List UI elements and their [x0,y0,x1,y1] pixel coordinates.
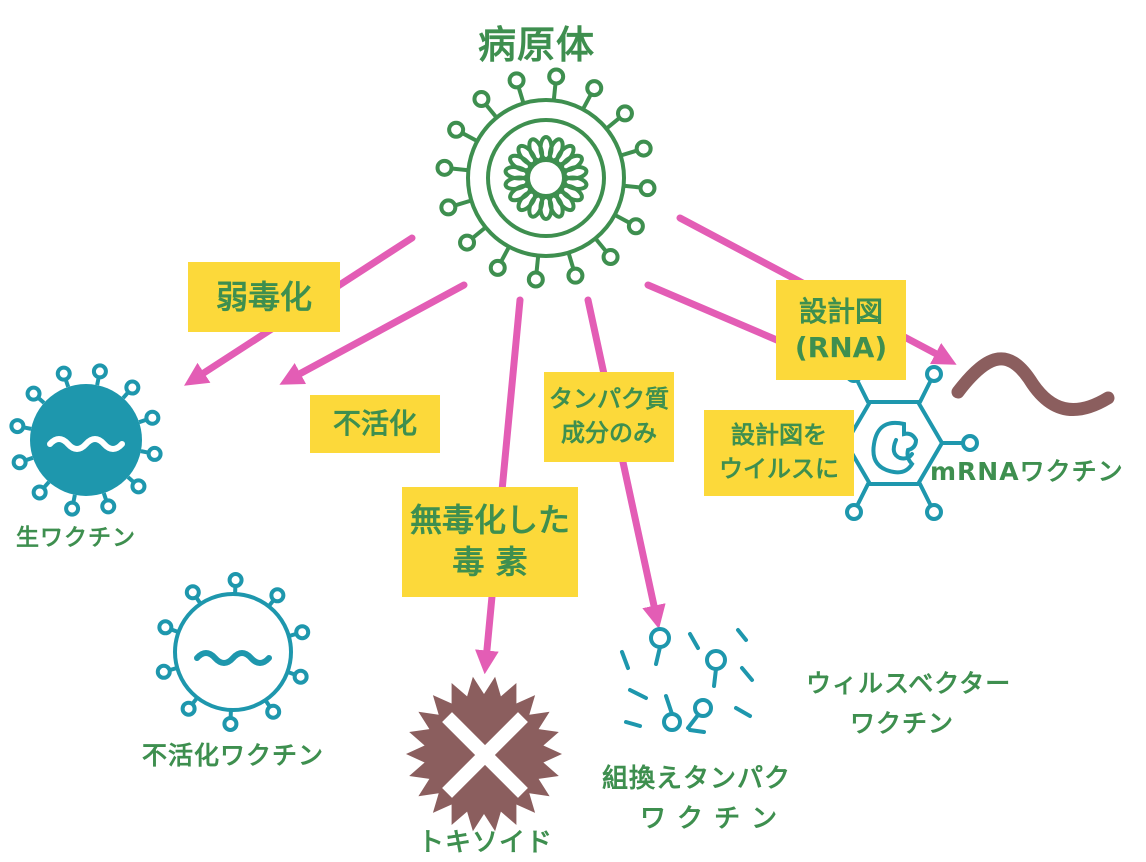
method-attenuate-label: 弱毒化 [215,277,312,316]
method-attenuate-box: 弱毒化 [188,262,340,332]
method-mrna-line1: 設計図 [798,294,883,328]
toxoid-icon [406,676,562,832]
method-mrna-line2: (RNA) [794,331,888,364]
method-protein-line2: 成分のみ [561,419,657,447]
method-protein-line1: タンパク質 [549,385,669,414]
recombinant-vaccine-label-1: 組換えタンパク [602,764,792,794]
live-vaccine-icon [9,363,163,517]
arrow-to-toxoid [475,296,524,675]
inactivated-vaccine-label: 不活化ワクチン [142,741,325,770]
method-inactivate-label: 不活化 [332,406,417,440]
method-mrna-box: 設計図 (RNA) [776,280,906,380]
pathogen-virus-icon [435,67,657,289]
method-detoxify-box: 無毒化した 毒 素 [402,487,578,597]
mrna-vaccine-label: mRNAワクチン [930,457,1124,486]
viral-vector-vaccine-label-1: ウィルスベクター [806,669,1012,698]
method-inactivate-box: 不活化 [310,395,440,453]
viral-vector-vaccine-label-2: ワクチン [850,709,955,738]
toxoid-label: トキソイド [418,828,554,858]
live-vaccine-label: 生ワクチン [16,525,136,551]
method-protein-box: タンパク質 成分のみ [544,372,674,462]
arrow-to-inactivated-vaccine [279,281,468,385]
method-viral-vector-line2: ウイルスに [719,455,839,483]
recombinant-vaccine-label-2: ワ ク チ ン [640,804,779,834]
method-detoxify-line1: 無毒化した [409,501,570,540]
mrna-strand-icon [951,352,1115,416]
pathogen-title: 病原体 [478,23,596,67]
method-detoxify-line2: 毒 素 [452,543,528,581]
method-viral-vector-line1: 設計図を [731,421,827,450]
inactivated-vaccine-icon [155,572,311,732]
method-viral-vector-box: 設計図を ウイルスに [704,410,854,496]
recombinant-protein-icon [620,627,754,734]
